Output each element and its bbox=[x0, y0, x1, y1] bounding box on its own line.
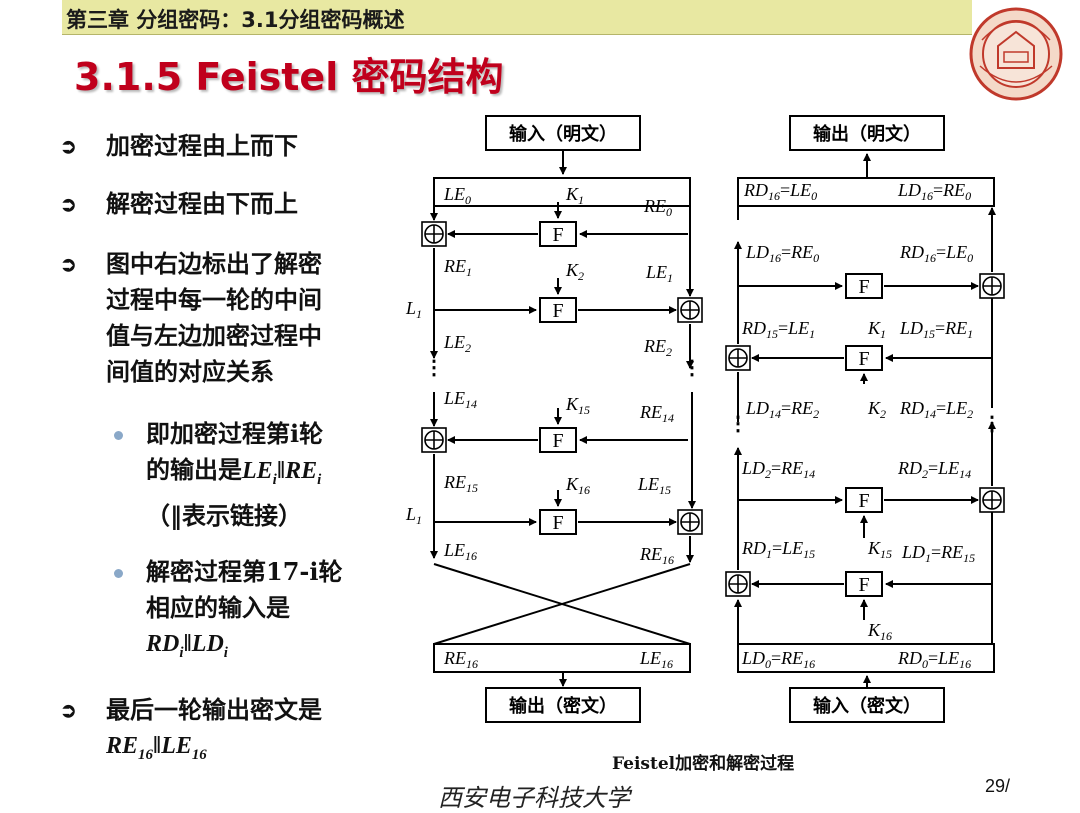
decrypt-input-label: 输入（密文） bbox=[813, 695, 921, 717]
bullet-correspondence: ➲ 图中右边标出了解密 过程中每一轮的中间 值与左边加密过程中 间值的对应关系 bbox=[60, 246, 322, 390]
university-logo-text: 西安电子科技大学 bbox=[438, 784, 630, 812]
sub-bullet-dot bbox=[114, 569, 123, 578]
svg-text:LD15=RE1: LD15=RE1 bbox=[899, 318, 973, 341]
decrypt-bottom-frame bbox=[737, 643, 995, 673]
encrypt-output-label: 输出（密文） bbox=[509, 695, 617, 717]
svg-text:RD1=LE15: RD1=LE15 bbox=[741, 538, 815, 561]
svg-text:RE2: RE2 bbox=[643, 336, 672, 359]
svg-text:LE0: LE0 bbox=[443, 184, 471, 207]
svg-text:RD15=LE1: RD15=LE1 bbox=[741, 318, 815, 341]
svg-text:K15: K15 bbox=[867, 538, 892, 561]
f-function-box: F bbox=[858, 574, 869, 596]
diagram-variable-labels: LE0 K1 RE0 RE1 K2 LE1 L1 LE2 RE2 LE14 K1… bbox=[405, 180, 975, 671]
bullet-marker-icon: ➲ bbox=[60, 134, 77, 158]
svg-text:LE2: LE2 bbox=[443, 332, 471, 355]
page-number: 29/ bbox=[985, 776, 1011, 796]
f-function-box: F bbox=[552, 300, 563, 322]
svg-text:LE15: LE15 bbox=[637, 474, 671, 497]
svg-text:LD1=RE15: LD1=RE15 bbox=[901, 542, 975, 565]
svg-text:LD2=RE14: LD2=RE14 bbox=[741, 458, 815, 481]
sub-bullet-decrypt-input: 解密过程第17-i轮 相应的输入是 RDi‖LDi bbox=[110, 554, 342, 671]
svg-text:RD0=LE16: RD0=LE16 bbox=[897, 648, 971, 671]
svg-text:LE16: LE16 bbox=[639, 648, 673, 671]
continuation-dots: ⋮ bbox=[728, 413, 748, 435]
continuation-dots: ⋮ bbox=[682, 357, 702, 379]
f-function-box: F bbox=[552, 224, 563, 246]
svg-text:RD16=LE0: RD16=LE0 bbox=[743, 180, 817, 203]
svg-text:LE16: LE16 bbox=[443, 540, 477, 563]
continuation-dots: ⋮ bbox=[982, 413, 1002, 435]
bullet-decrypt: ➲ 解密过程由下而上 bbox=[60, 186, 298, 222]
svg-text:LE14: LE14 bbox=[443, 388, 477, 411]
svg-text:K1: K1 bbox=[867, 318, 886, 341]
svg-text:RE16: RE16 bbox=[443, 648, 478, 671]
svg-text:K2: K2 bbox=[867, 398, 886, 421]
svg-text:L1: L1 bbox=[405, 298, 422, 321]
bullet-marker-icon: ➲ bbox=[60, 698, 77, 722]
svg-text:LE1: LE1 bbox=[645, 262, 673, 285]
svg-text:RE15: RE15 bbox=[443, 472, 478, 495]
svg-text:LD16=RE0: LD16=RE0 bbox=[745, 242, 819, 265]
encrypt-input-label: 输入（明文） bbox=[509, 123, 617, 145]
bullet-encrypt: ➲ 加密过程由上而下 bbox=[60, 128, 298, 164]
svg-text:K1: K1 bbox=[565, 184, 584, 207]
svg-text:K16: K16 bbox=[565, 474, 590, 497]
svg-text:K16: K16 bbox=[867, 620, 892, 643]
svg-text:LD0=RE16: LD0=RE16 bbox=[741, 648, 815, 671]
slide-title: 3.1.5 Feistel 密码结构 bbox=[74, 55, 504, 99]
svg-text:RE14: RE14 bbox=[639, 402, 674, 425]
svg-text:LD16=RE0: LD16=RE0 bbox=[897, 180, 971, 203]
chapter-bar: 第三章 分组密码：3.1分组密码概述 bbox=[62, 0, 972, 35]
f-function-box: F bbox=[858, 348, 869, 370]
chapter-title: 第三章 分组密码：3.1分组密码概述 bbox=[66, 8, 405, 32]
svg-text:RE16: RE16 bbox=[639, 544, 674, 567]
svg-text:K2: K2 bbox=[565, 260, 584, 283]
encrypt-top-frame bbox=[433, 177, 691, 207]
sub-bullet-encrypt-output: 即加密过程第i轮 的输出是LEi‖REi （‖表示链接） bbox=[110, 416, 323, 534]
decrypt-output-box bbox=[789, 115, 945, 151]
continuation-dots: ⋮ bbox=[424, 357, 444, 379]
decrypt-output-label: 输出（明文） bbox=[813, 123, 921, 145]
bullet-ciphertext: ➲ 最后一轮输出密文是 RE16‖LE16 bbox=[60, 692, 322, 773]
svg-text:RD2=LE14: RD2=LE14 bbox=[897, 458, 971, 481]
f-function-box: F bbox=[552, 512, 563, 534]
bullet-marker-icon: ➲ bbox=[60, 252, 77, 276]
svg-text:L1: L1 bbox=[405, 504, 422, 527]
svg-text:RD14=LE2: RD14=LE2 bbox=[899, 398, 973, 421]
svg-text:K15: K15 bbox=[565, 394, 590, 417]
feistel-diagram: 输入（明文） 输出（明文） 输出（密文） 输入（密文） F F F F F F … bbox=[405, 115, 1005, 723]
f-function-box: F bbox=[552, 430, 563, 452]
bullet-marker-icon: ➲ bbox=[60, 192, 77, 216]
encrypt-output-box bbox=[485, 687, 641, 723]
svg-text:RE0: RE0 bbox=[643, 196, 672, 219]
university-seal-icon bbox=[969, 7, 1063, 101]
svg-text:LD14=RE2: LD14=RE2 bbox=[745, 398, 819, 421]
f-function-box: F bbox=[858, 276, 869, 298]
svg-text:RD16=LE0: RD16=LE0 bbox=[899, 242, 973, 265]
f-function-box: F bbox=[858, 490, 869, 512]
sub-bullet-dot bbox=[114, 431, 123, 440]
diagram-caption: Feistel加密和解密过程 bbox=[612, 754, 795, 774]
svg-text:RE1: RE1 bbox=[443, 256, 472, 279]
